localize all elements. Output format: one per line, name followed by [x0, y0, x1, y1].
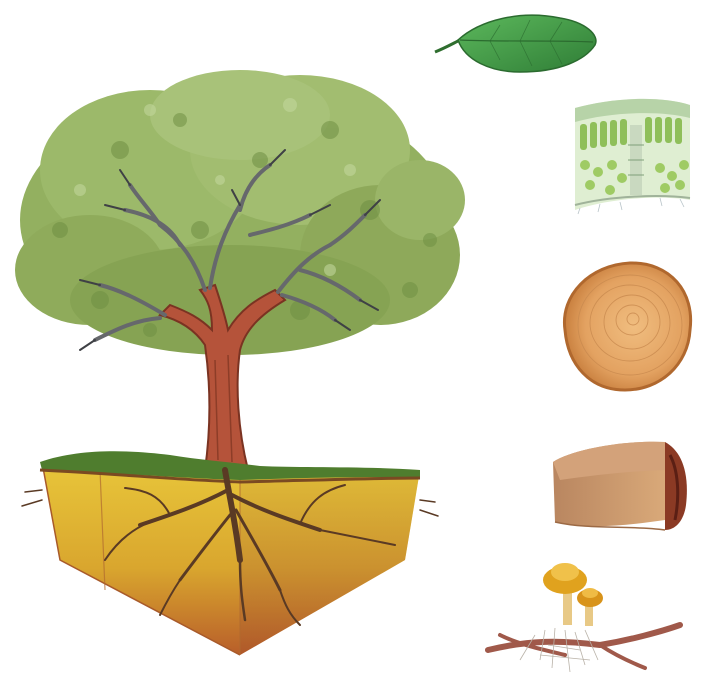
trunk-slice — [564, 263, 690, 390]
tree-trunk — [160, 285, 285, 470]
mushrooms-on-root — [488, 563, 680, 672]
leaf-cross-section — [575, 99, 690, 214]
leaf — [435, 15, 596, 72]
soil-block — [22, 451, 438, 655]
bark-piece — [553, 442, 687, 530]
tree — [15, 70, 465, 655]
tree-canopy — [15, 70, 465, 355]
